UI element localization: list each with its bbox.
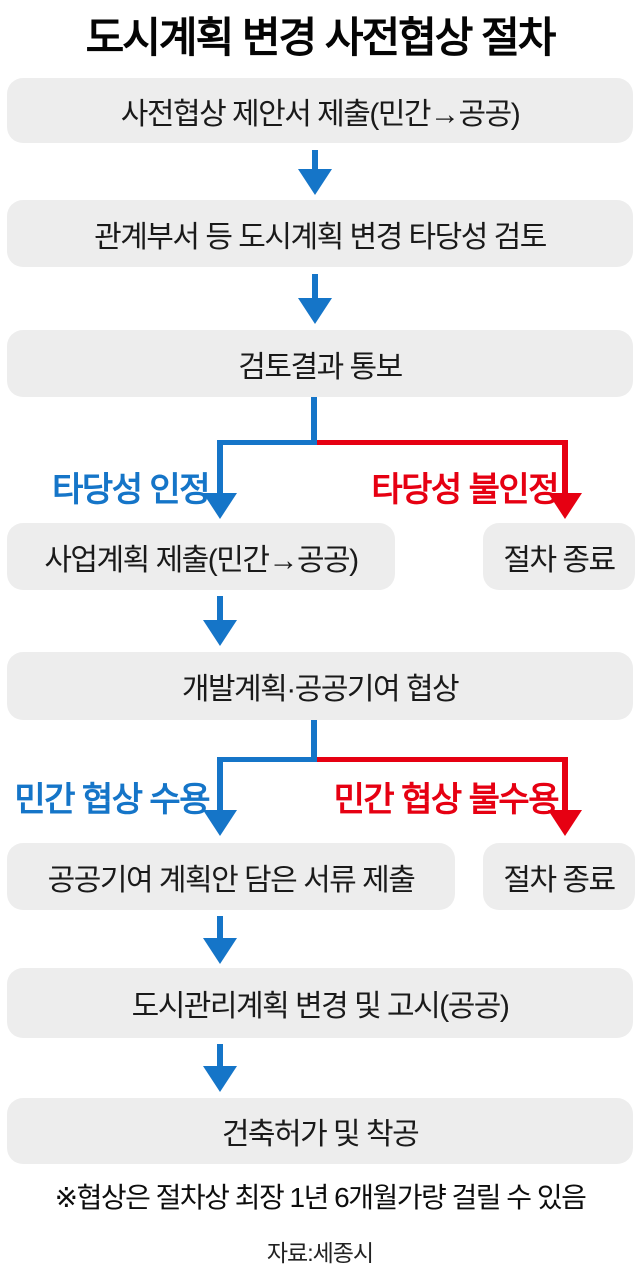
branch2-accept-line: [217, 757, 317, 762]
branch2-reject-line: [317, 757, 568, 762]
branch2-reject-arrow-icon: [548, 757, 582, 836]
branch2-accept-label: 민간 협상 수용: [14, 781, 210, 819]
page-title: 도시계획 변경 사전협상 절차: [85, 14, 557, 61]
flow-box-gazette: 도시관리계획 변경 및 고시(공공): [7, 968, 633, 1038]
flow-box-negotiation: 개발계획·공공기여 협상: [7, 652, 633, 720]
down-arrow-icon: [298, 150, 332, 195]
flow-box-terminate-2: 절차 종료: [483, 843, 635, 910]
arrow-stem: [562, 757, 568, 810]
arrow-head: [203, 810, 237, 836]
arrow-stem: [217, 916, 223, 938]
source-credit: 자료:세종시: [266, 1240, 374, 1264]
branch1-stem-line: [311, 397, 317, 445]
branch1-accept-label: 타당성 인정: [52, 471, 210, 509]
flow-box-construction: 건축허가 및 착공: [7, 1098, 633, 1164]
down-arrow-icon: [298, 274, 332, 324]
down-arrow-icon: [203, 916, 237, 964]
branch2-reject-label: 민간 협상 불수용: [333, 781, 560, 819]
arrow-stem: [312, 274, 318, 298]
arrow-head: [203, 620, 237, 646]
arrow-head: [298, 169, 332, 195]
arrow-head: [203, 938, 237, 964]
flow-box-review: 관계부서 등 도시계획 변경 타당성 검토: [7, 200, 633, 267]
arrow-head: [298, 298, 332, 324]
arrow-head: [203, 493, 237, 519]
branch2-accept-arrow-icon: [203, 757, 237, 836]
branch1-accept-arrow-icon: [203, 440, 237, 519]
arrow-stem: [217, 440, 223, 493]
branch1-accept-line: [217, 440, 317, 445]
footnote-text: ※협상은 절차상 최장 1년 6개월가량 걸릴 수 있음: [54, 1182, 587, 1213]
branch2-stem-line: [311, 720, 317, 762]
flow-box-terminate-1: 절차 종료: [483, 523, 635, 590]
arrow-head: [548, 810, 582, 836]
branch1-reject-line: [317, 440, 568, 445]
arrow-head: [548, 493, 582, 519]
down-arrow-icon: [203, 1044, 237, 1092]
flow-box-proposal: 사전협상 제안서 제출(민간→공공): [7, 78, 633, 143]
arrow-stem: [312, 150, 318, 169]
arrow-stem: [217, 1044, 223, 1066]
arrow-stem: [217, 596, 223, 620]
down-arrow-icon: [203, 596, 237, 646]
arrow-stem: [217, 757, 223, 810]
flow-box-business-plan: 사업계획 제출(민간→공공): [7, 523, 395, 590]
arrow-stem: [562, 440, 568, 493]
branch1-reject-arrow-icon: [548, 440, 582, 519]
branch1-reject-label: 타당성 불인정: [371, 471, 559, 509]
flow-box-notify: 검토결과 통보: [7, 330, 633, 397]
arrow-head: [203, 1066, 237, 1092]
flow-box-documents: 공공기여 계획안 담은 서류 제출: [7, 843, 455, 910]
